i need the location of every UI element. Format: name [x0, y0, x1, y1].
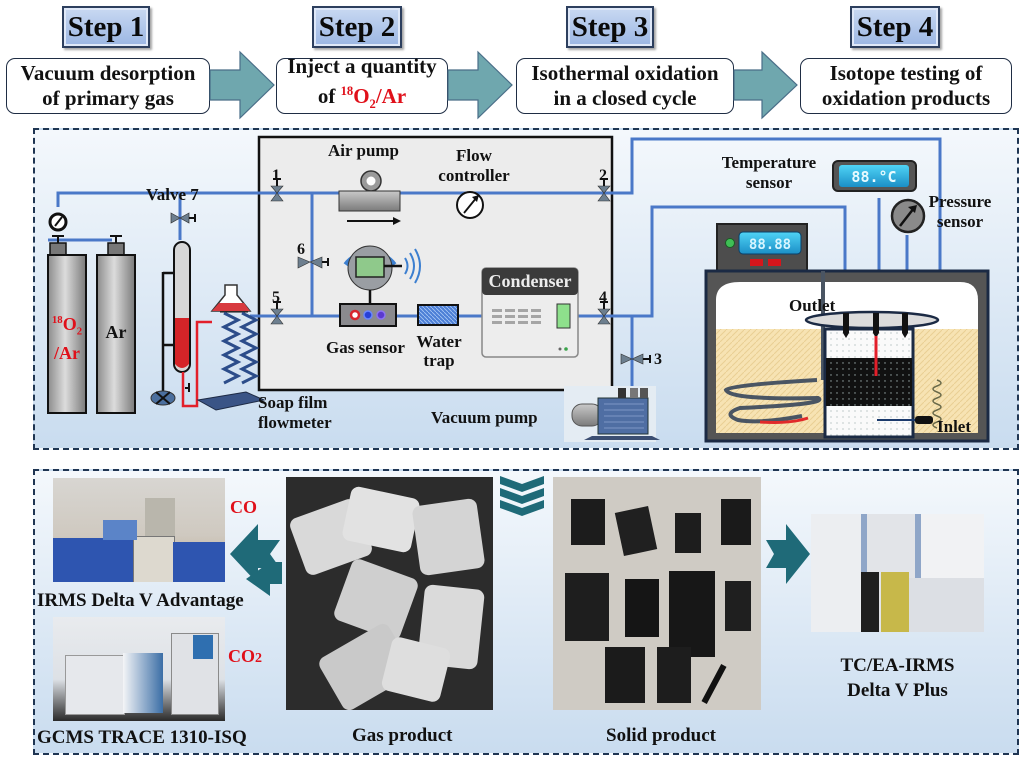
valve-7-icon [170, 212, 196, 224]
valve-7-label: Valve 7 [146, 185, 199, 204]
controller-display-text: 88.88 [749, 237, 791, 253]
pressure-gauge-icon [48, 212, 68, 232]
step-2-badge: Step 2 [312, 6, 402, 48]
valve-6-icon [297, 256, 329, 269]
valve-2-icon [597, 178, 611, 202]
valve-1-label: 1 [272, 167, 280, 184]
step-4-description: Isotope testing of oxidation products [800, 58, 1012, 114]
vacuum-pump-label: Vacuum pump [431, 408, 538, 427]
step-2-description: Inject a quantity of 18O2/Ar [276, 54, 448, 114]
co2-label: CO2 [228, 646, 262, 666]
step-3-badge: Step 3 [566, 6, 654, 48]
gas-product-photo [286, 477, 493, 710]
step-3-line-1: Isothermal oxidation [531, 61, 719, 85]
valve-4-icon [597, 301, 611, 325]
irms-caption: IRMS Delta V Advantage [37, 590, 244, 611]
step-2-line-1: Inject a quantity [287, 54, 437, 79]
chevron-down-icon [500, 476, 544, 516]
flow-controller-icon [456, 191, 484, 219]
step-1-line-2: of primary gas [42, 86, 174, 110]
gas-product-caption: Gas product [352, 725, 453, 746]
valve-5-label: 5 [272, 289, 280, 306]
outlet-label: Outlet [789, 296, 836, 315]
step-1-badge: Step 1 [62, 6, 150, 48]
gas-cylinder-ar-icon [96, 235, 136, 414]
air-pump-label: Air pump [328, 141, 400, 160]
valve-1-icon [270, 178, 284, 202]
gcms-photo [53, 617, 225, 721]
valve-3-label: 3 [654, 351, 662, 368]
gcms-caption: GCMS TRACE 1310-ISQ [37, 727, 247, 748]
condenser-label: Condenser [488, 271, 572, 291]
step-arrow-3 [733, 50, 798, 120]
isotope-formula: 18O2/Ar [340, 84, 407, 112]
valve-5-icon [270, 301, 284, 325]
water-bath-icon [704, 269, 990, 443]
step-4-badge: Step 4 [850, 6, 940, 48]
step-1-line-1: Vacuum desorption [20, 61, 196, 85]
solid-product-photo [553, 477, 761, 710]
cylinder-o2-ar-label: 18O2/Ar [51, 314, 83, 363]
gas-sensor-icon [339, 245, 421, 327]
tcea-irms-photo [811, 514, 984, 632]
temperature-display-icon: 88.°C [832, 160, 917, 192]
arrow-left-to-irms-shape-icon [230, 524, 280, 584]
water-trap-icon [417, 304, 459, 326]
valve-4-label: 4 [599, 289, 607, 306]
condenser-icon [481, 267, 579, 358]
air-pump-icon [338, 170, 401, 225]
cylinder-ar-label: Ar [105, 322, 127, 342]
solid-product-caption: Solid product [606, 725, 716, 746]
irms-photo [53, 478, 225, 582]
step-arrows [209, 50, 798, 120]
valve-6-label: 6 [297, 241, 305, 258]
arrow-right-to-tcea-icon [766, 524, 810, 584]
step-arrow-1 [209, 50, 275, 120]
step-3-description: Isothermal oxidation in a closed cycle [516, 58, 734, 114]
gas-sensor-label: Gas sensor [326, 338, 405, 357]
step-1-description: Vacuum desorption of primary gas [6, 58, 210, 114]
co-label: CO [230, 497, 257, 517]
product-flow-arrows [230, 476, 810, 596]
inlet-label: Inlet [937, 417, 971, 436]
pressure-sensor-icon [890, 198, 926, 234]
step-3-line-2: in a closed cycle [553, 86, 697, 110]
temperature-controller-icon: 88.88 [716, 223, 808, 273]
vacuum-pump-icon [564, 386, 660, 442]
valve-2-label: 2 [599, 167, 607, 184]
soap-film-flowmeter-icon [150, 241, 266, 411]
step-arrow-2 [447, 50, 513, 120]
arrow-left-to-irms-icon [246, 546, 282, 596]
step-4-line-2: oxidation products [821, 86, 991, 110]
step-4-line-1: Isotope testing of [829, 61, 983, 85]
step-2-line-2: of 18O2/Ar [317, 84, 407, 112]
temp-display-text: 88.°C [851, 168, 896, 186]
valve-3-icon [620, 353, 651, 365]
gas-cylinder-o2-icon [47, 235, 87, 414]
apparatus-diagram: 88.88 88.°C [47, 135, 990, 443]
